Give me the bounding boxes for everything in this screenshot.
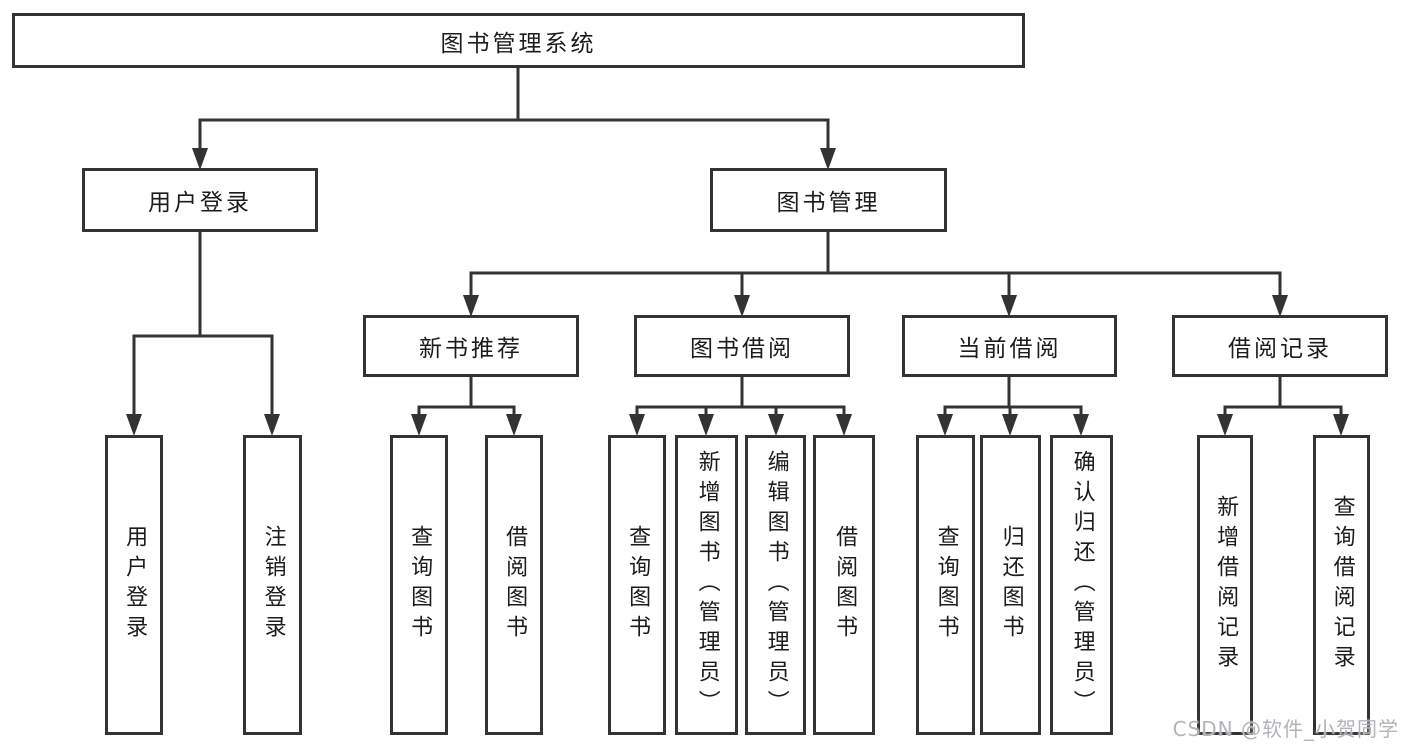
node-book-management: 图书管理 — [710, 168, 947, 232]
leaf-current-confirm-return-admin: 确认归还（管理员） — [1050, 435, 1113, 735]
leaf-newbook-query-books: 查询图书 — [390, 435, 448, 735]
leaf-current-return-books: 归还图书 — [980, 435, 1041, 735]
leaf-borrow-add-books-admin: 新增图书（管理员） — [675, 435, 738, 735]
node-root: 图书管理系统 — [12, 13, 1025, 68]
node-user-login: 用户登录 — [82, 168, 318, 232]
node-current-borrow: 当前借阅 — [902, 315, 1117, 377]
leaf-user-login: 用户登录 — [105, 435, 163, 735]
node-book-borrow: 图书借阅 — [634, 315, 850, 377]
leaf-borrow-query-books: 查询图书 — [608, 435, 666, 735]
leaf-newbook-borrow-books: 借阅图书 — [485, 435, 543, 735]
watermark: CSDN @软件_小贺同学 — [1172, 717, 1399, 741]
leaf-current-query-books: 查询图书 — [916, 435, 975, 735]
leaf-borrow-edit-books-admin: 编辑图书（管理员） — [745, 435, 806, 735]
node-new-book-recommend: 新书推荐 — [363, 315, 579, 377]
leaf-logout: 注销登录 — [243, 435, 302, 735]
leaf-borrow-borrow-books: 借阅图书 — [813, 435, 875, 735]
leaf-records-query-record: 查询借阅记录 — [1313, 435, 1370, 735]
node-borrow-records: 借阅记录 — [1172, 315, 1388, 377]
leaf-records-add-record: 新增借阅记录 — [1197, 435, 1253, 735]
